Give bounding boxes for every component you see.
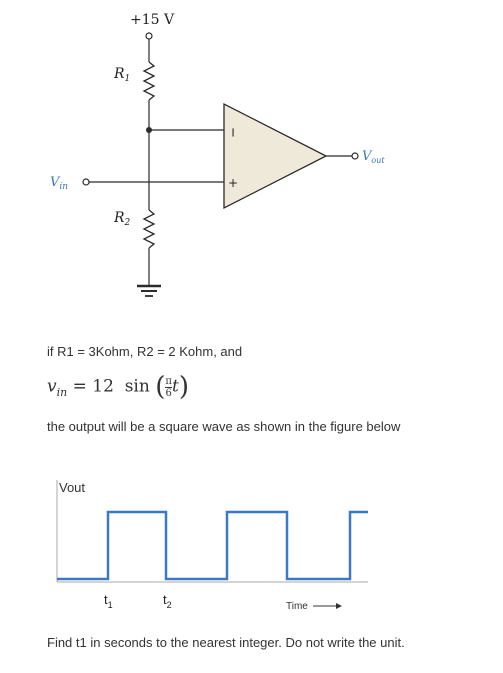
resistor-r1: [142, 61, 156, 101]
eq-subscript: in: [56, 385, 68, 399]
r1-label: R1: [113, 66, 130, 84]
description-text: the output will be a square wave as show…: [47, 419, 401, 434]
eq-t: t: [171, 376, 179, 397]
square-wave-series: [57, 510, 368, 581]
eq-frac-numerator: π: [165, 375, 172, 388]
resistor-r2: [142, 209, 156, 249]
op-amp: [223, 102, 328, 210]
ground-icon: [137, 284, 161, 297]
supply-terminal: [145, 32, 153, 40]
tick-label-t2: t2: [163, 592, 172, 610]
time-arrow-icon: [313, 603, 342, 609]
eq-close-paren: ): [178, 372, 189, 402]
eq-rhs: = 12 sin: [67, 376, 156, 397]
vout-terminal: [351, 152, 359, 160]
vin-terminal: [82, 178, 90, 186]
supply-voltage-label: +15 V: [130, 12, 175, 28]
eq-frac-denominator: 6: [165, 387, 172, 399]
x-axis-label: Time: [286, 601, 308, 612]
noninverting-input-symbol: +: [228, 176, 238, 190]
vin-label: Vin: [50, 175, 68, 192]
eq-open-paren: (: [155, 372, 166, 402]
inverting-input-symbol: −: [225, 127, 240, 138]
vout-label: Vout: [362, 149, 385, 165]
tick-label-t1: t1: [104, 592, 113, 610]
r2-label: R2: [113, 210, 131, 228]
question-text: Find t1 in seconds to the nearest intege…: [47, 635, 405, 650]
conditions-text: if R1 = 3Kohm, R2 = 2 Kohm, and: [47, 344, 243, 359]
eq-variable: v: [47, 376, 57, 397]
comparator-circuit: +15 V R1 Vin R2 − + Vout: [50, 12, 385, 297]
square-wave-chart: Vout t1 t2 Time: [56, 480, 368, 612]
y-axis-label: Vout: [59, 480, 85, 495]
